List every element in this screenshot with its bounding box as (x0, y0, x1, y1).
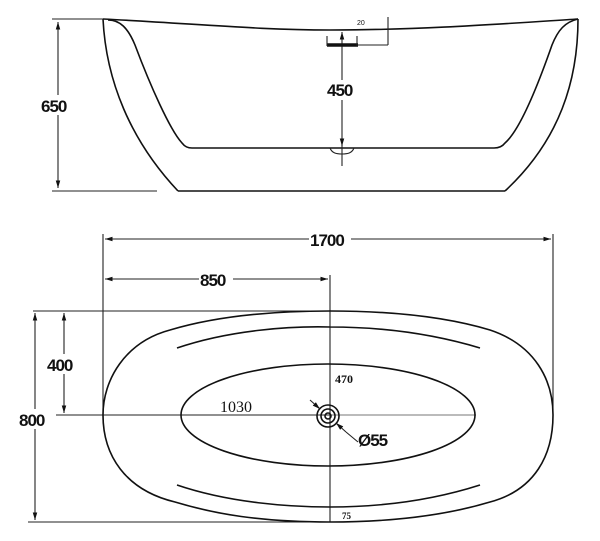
dim-label-drain-diameter: Ø55 (358, 431, 388, 450)
tub-outline-plan (102, 310, 554, 523)
drain-icon (316, 404, 340, 428)
drain-leader (345, 431, 359, 443)
dim-label-width: 800 (19, 411, 45, 430)
tub-inner-left (107, 19, 193, 149)
dim-label-half-width: 400 (47, 356, 73, 375)
dim-label-height: 650 (41, 97, 67, 116)
tub-outer-left (102, 18, 179, 192)
dim-label-drain-offset: 850 (200, 271, 226, 290)
dim-label-basin-width: 470 (335, 372, 353, 386)
plan-view: 1700 850 400 800 (18, 229, 554, 523)
dim-label-rim-width: 75 (342, 511, 352, 521)
inner-basin-plan (180, 363, 476, 467)
dim-label-drain-height: 450 (327, 81, 353, 100)
tub-inner-right (493, 18, 579, 149)
rim-ridge-top (176, 326, 481, 349)
tub-outer-right (504, 18, 579, 192)
dim-label-overflow: 20 (357, 20, 365, 27)
tub-rim-top (102, 18, 579, 31)
rim-ridge-bottom (176, 484, 481, 508)
side-view: 650 450 20 (40, 17, 579, 192)
dim-label-basin-length: 1030 (220, 399, 252, 416)
dim-label-length: 1700 (310, 231, 344, 250)
